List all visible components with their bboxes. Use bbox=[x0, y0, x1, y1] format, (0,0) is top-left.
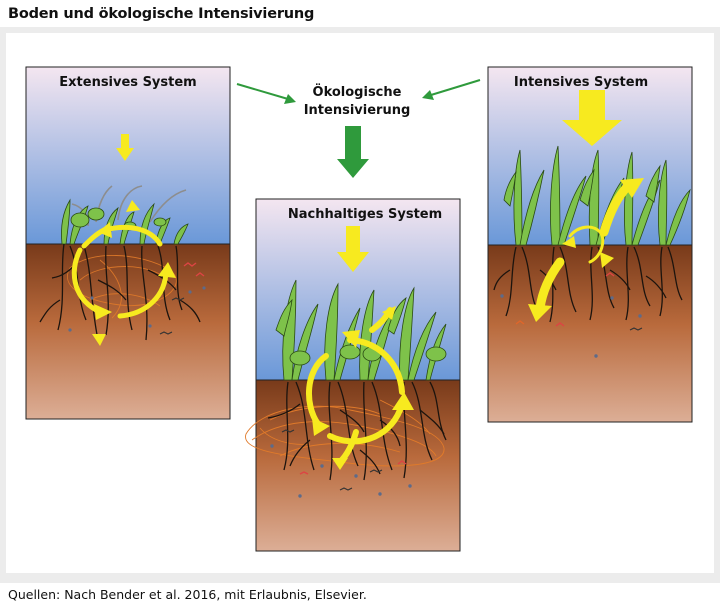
cycle-arrowheads bbox=[92, 200, 176, 346]
soil-organism-icon bbox=[270, 429, 412, 498]
soil-organism-icon bbox=[68, 262, 206, 335]
plant-icon bbox=[275, 279, 447, 381]
input-arrow-icon bbox=[116, 134, 134, 161]
panel-intensive: Intensives System bbox=[487, 66, 693, 423]
center-label-line1: Ökologische bbox=[313, 84, 402, 100]
panel-sustainable-label: Nachhaltiges System bbox=[288, 207, 442, 222]
bottom-band bbox=[0, 573, 720, 583]
panel-intensive-label: Intensives System bbox=[514, 75, 648, 90]
green-down-arrow-icon bbox=[337, 126, 369, 178]
input-arrow-icon bbox=[562, 90, 622, 146]
root-icon bbox=[39, 243, 201, 341]
arrow-from-extensive bbox=[236, 83, 296, 104]
root-icon bbox=[267, 381, 447, 481]
cycle-arrowheads bbox=[312, 306, 414, 470]
input-arrow-icon bbox=[337, 226, 369, 272]
figure-title: Boden und ökologische Intensivierung bbox=[8, 6, 315, 22]
diagram-canvas: Extensives System bbox=[25, 66, 693, 552]
ecological-intensification: Ökologische Intensivierung bbox=[236, 79, 481, 178]
nutrient-cycle-icon bbox=[535, 181, 633, 313]
arrow-from-intensive bbox=[422, 79, 481, 100]
center-label-line2: Intensivierung bbox=[304, 103, 411, 118]
panel-extensive: Extensives System bbox=[25, 66, 231, 420]
panel-sustainable: Nachhaltiges System bbox=[245, 198, 461, 552]
panel-extensive-label: Extensives System bbox=[59, 75, 196, 90]
title-divider bbox=[0, 27, 720, 28]
soil-organism-icon bbox=[500, 272, 643, 358]
source-caption: Quellen: Nach Bender et al. 2016, mit Er… bbox=[8, 587, 367, 602]
root-icon bbox=[493, 246, 683, 323]
cycle-arrowheads bbox=[528, 178, 644, 322]
